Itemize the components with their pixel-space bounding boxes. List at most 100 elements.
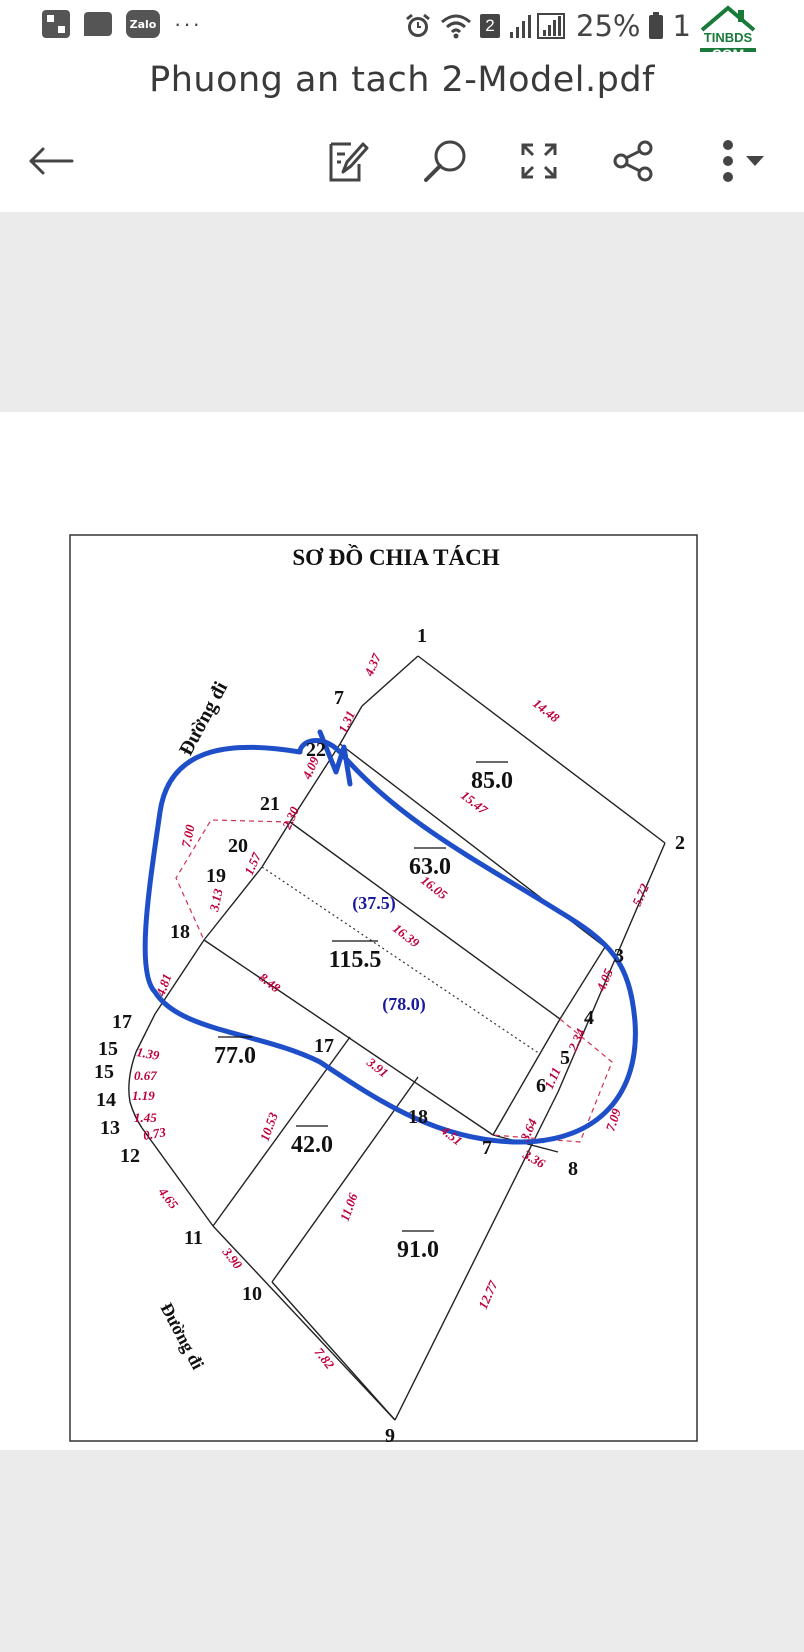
- distance-label: 3.90: [219, 1244, 246, 1272]
- distance-label: 0.73: [142, 1124, 168, 1143]
- status-bar: Zalo ··· 2 25%: [0, 0, 804, 61]
- land-plot-drawing: SƠ ĐỒ CHIA TÁCH: [69, 534, 698, 1447]
- point-labels: 1 2 3 4 5 6 7 8 9 10 11 12 13 14 15 15 1…: [94, 625, 685, 1447]
- share-button[interactable]: [608, 136, 658, 186]
- zalo-label: Zalo: [129, 17, 157, 31]
- area-label: 115.5: [329, 947, 382, 973]
- distance-label: 7.82: [312, 1345, 338, 1373]
- dashed-boundary: [175, 819, 613, 1143]
- status-bar-left: Zalo ···: [42, 10, 202, 38]
- alarm-icon: [406, 13, 430, 37]
- point-label: 10: [242, 1283, 262, 1305]
- point-label: 13: [100, 1117, 120, 1139]
- pdf-page[interactable]: SƠ ĐỒ CHIA TÁCH: [0, 412, 804, 1450]
- point-label: 15: [94, 1061, 114, 1083]
- document-title: Phuong an tach 2-Model.pdf: [149, 60, 655, 100]
- distance-label: 4.51: [437, 1122, 465, 1148]
- distance-label: 7.00: [178, 823, 198, 849]
- point-label: 18: [170, 921, 190, 943]
- point-label: 12: [120, 1145, 140, 1167]
- battery-icon: [649, 12, 664, 39]
- point-label: 22: [306, 739, 326, 761]
- road-label-bottom: Đường đi: [156, 1299, 208, 1372]
- point-label: 8: [568, 1158, 578, 1180]
- pen-annotation: [142, 729, 638, 1145]
- area-overlines: [218, 761, 508, 1232]
- app-notification-icon: [42, 10, 70, 38]
- dotted-sub-line: [261, 866, 541, 1055]
- more-notifications-icon: ···: [174, 11, 202, 36]
- edit-icon: [329, 142, 369, 182]
- drawing-title: SƠ ĐỒ CHIA TÁCH: [292, 544, 499, 570]
- distance-label: 5.72: [629, 881, 652, 908]
- point-label: 15: [98, 1038, 118, 1060]
- caret-down-icon: [746, 156, 764, 166]
- area-label: 63.0: [409, 854, 451, 880]
- edit-button[interactable]: [322, 136, 372, 186]
- point-label: 14: [96, 1089, 116, 1111]
- distance-label: 3.36: [520, 1146, 549, 1171]
- distance-label: 4.05: [593, 966, 617, 994]
- distance-label: 1.19: [132, 1088, 155, 1103]
- point-label: 11: [184, 1227, 203, 1249]
- watermark-text-top: TINBDS: [703, 30, 753, 45]
- area-label: 85.0: [471, 768, 513, 794]
- area-label: 91.0: [397, 1237, 439, 1263]
- point-label: 20: [228, 835, 248, 857]
- fullscreen-button[interactable]: [514, 136, 564, 186]
- viewer-background: [0, 212, 804, 412]
- area-label: 77.0: [214, 1043, 256, 1069]
- distance-label: 11.06: [337, 1191, 361, 1223]
- viewer-background-bottom: [0, 1450, 804, 1652]
- distance-label: 4.81: [152, 972, 174, 999]
- point-label: 17: [314, 1035, 334, 1057]
- search-button[interactable]: [420, 136, 470, 186]
- point-label: 7: [334, 687, 344, 709]
- zalo-icon: Zalo: [126, 10, 160, 38]
- more-options-button[interactable]: [708, 136, 778, 186]
- back-button[interactable]: [26, 136, 76, 186]
- point-label: 19: [206, 865, 226, 887]
- point-label: 7: [482, 1137, 492, 1159]
- distance-label: 12.77: [475, 1278, 501, 1311]
- arrow-left-icon: [29, 147, 74, 175]
- sub-area-label: (78.0): [382, 994, 426, 1015]
- distance-label: 3.91: [363, 1054, 391, 1080]
- point-label: 4: [584, 1007, 594, 1029]
- point-label: 5: [560, 1047, 570, 1069]
- status-bar-right: 2 25% 1: [404, 6, 691, 46]
- search-icon: [424, 140, 466, 182]
- clock: 1: [672, 9, 691, 43]
- distance-label: 0.67: [134, 1068, 157, 1083]
- expand-icon: [521, 143, 557, 179]
- share-icon: [613, 140, 653, 182]
- point-label: 6: [536, 1075, 546, 1097]
- point-label: 18: [408, 1106, 428, 1128]
- distance-label: 4.37: [361, 651, 385, 679]
- plot-lines: [128, 655, 666, 1421]
- message-icon: [84, 12, 112, 36]
- distance-label: 3.13: [206, 887, 226, 914]
- distance-label: 14.48: [530, 696, 563, 726]
- app-header: Phuong an tach 2-Model.pdf: [0, 52, 804, 212]
- area-labels: 85.0 63.0 115.5 77.0 42.0 91.0: [214, 768, 513, 1263]
- drawing-frame: [69, 534, 698, 1442]
- point-label: 21: [260, 793, 280, 815]
- more-vertical-icon: [723, 140, 733, 182]
- signal-icon: [510, 13, 565, 39]
- point-label: 1: [417, 625, 427, 647]
- distance-label: 1.31: [335, 708, 358, 735]
- battery-percent: 25%: [576, 9, 641, 43]
- distance-label: 7.09: [603, 1106, 624, 1133]
- distance-label: 1.39: [135, 1044, 161, 1063]
- point-label: 17: [112, 1011, 132, 1033]
- area-label: 42.0: [291, 1132, 333, 1158]
- point-label: 9: [385, 1425, 395, 1447]
- sub-area-labels: (37.5) (78.0): [352, 893, 426, 1015]
- distance-label: 16.39: [390, 921, 423, 951]
- point-label: 2: [675, 832, 685, 854]
- point-label: 3: [614, 945, 624, 967]
- sub-area-label: (37.5): [352, 893, 396, 914]
- distance-label: 1.45: [134, 1110, 157, 1125]
- wifi-icon: [441, 14, 471, 39]
